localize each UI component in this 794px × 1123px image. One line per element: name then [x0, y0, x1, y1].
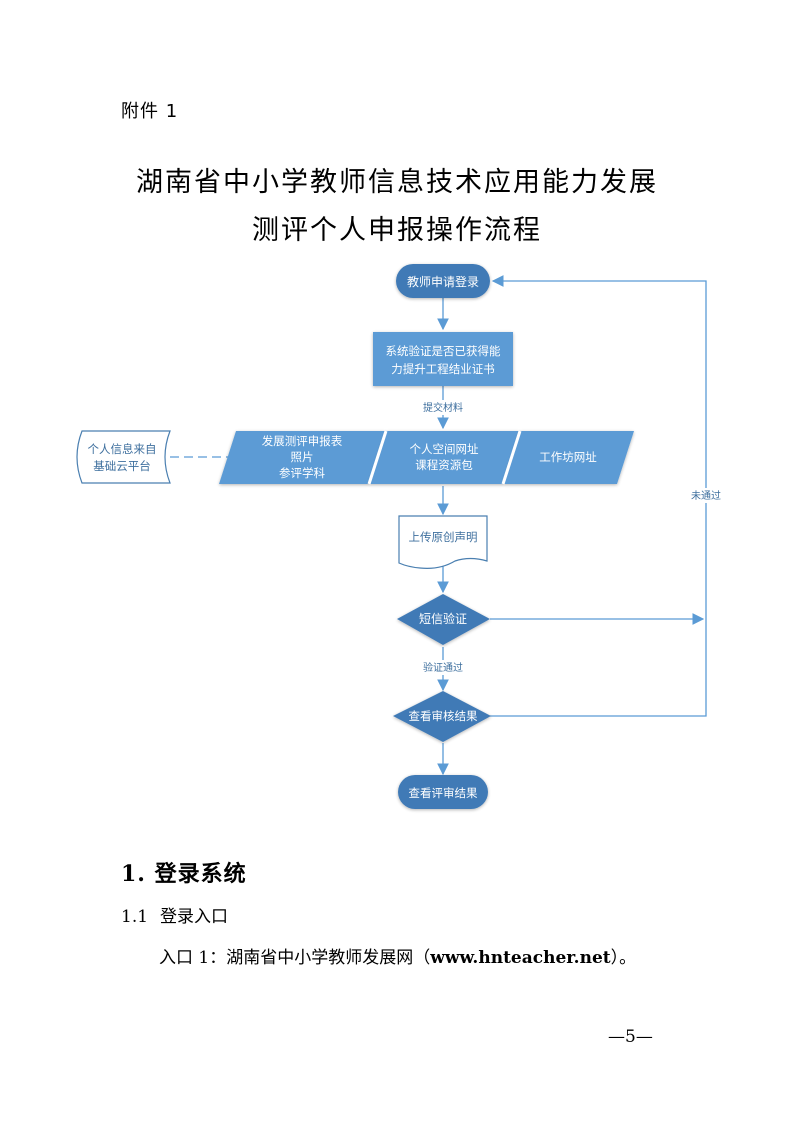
node-input-report: 发展测评申报表 照片 参评学科: [219, 431, 386, 484]
node-input-workshop: 工作坊网址: [503, 431, 634, 484]
node-upload-statement-label: 上传原创声明: [409, 530, 478, 544]
node-data-source: 个人信息来自 基础云平台: [76, 430, 171, 484]
node-input-report-line-3: 参评学科: [279, 466, 325, 480]
node-input-space-line-2: 课程资源包: [415, 458, 473, 472]
edge-audit-fail-loop: [490, 275, 707, 717]
website-link[interactable]: www.hnteacher.net: [430, 948, 611, 968]
node-end: 查看评审结果: [398, 775, 488, 809]
document-title-line-1: 湖南省中小学教师信息技术应用能力发展: [136, 167, 658, 198]
entry-paragraph-prefix: 入口 1：湖南省中小学教师发展网（: [159, 948, 431, 968]
node-start: 教师申请登录: [396, 264, 490, 298]
flowchart: 提交材料 验证通过 未通过 教师申请登录 系统验证是否已获得能 力提升工程结业证…: [76, 264, 723, 809]
section-heading: 1. 登录系统: [121, 861, 247, 887]
node-sms-verify: 短信验证: [397, 594, 490, 645]
node-check-audit-label: 查看审核结果: [409, 709, 478, 723]
subsection-number: 1.1: [121, 907, 149, 927]
subsection-title: 登录入口: [160, 907, 229, 927]
node-input-report-line-2: 照片: [291, 450, 314, 464]
subsection-heading: 1.1 登录入口: [121, 902, 228, 927]
node-verify-line-2: 力提升工程结业证书: [391, 362, 495, 376]
node-check-audit: 查看审核结果: [393, 691, 491, 742]
edge-label-verified: 验证通过: [423, 661, 463, 674]
node-start-label: 教师申请登录: [407, 274, 479, 289]
node-input-space-line-1: 个人空间网址: [410, 442, 479, 456]
node-input-workshop-label: 工作坊网址: [539, 450, 597, 464]
node-sms-verify-label: 短信验证: [419, 611, 467, 626]
page-number: —5—: [608, 1027, 653, 1047]
node-verify-certificate: 系统验证是否已获得能 力提升工程结业证书: [373, 332, 513, 386]
edge-label-submit-materials: 提交材料: [423, 401, 463, 414]
node-end-label: 查看评审结果: [409, 786, 478, 800]
node-verify-line-1: 系统验证是否已获得能: [386, 344, 501, 358]
node-input-space: 个人空间网址 课程资源包: [369, 431, 520, 484]
node-data-source-line-1: 个人信息来自: [88, 442, 157, 456]
edge-label-not-passed: 未通过: [691, 489, 721, 502]
attachment-label: 附件 1: [121, 101, 179, 122]
node-upload-statement: 上传原创声明: [398, 515, 488, 569]
node-data-source-line-2: 基础云平台: [93, 459, 151, 473]
document-title-line-2: 测评个人申报操作流程: [252, 215, 542, 246]
entry-paragraph-suffix: ）。: [610, 948, 637, 968]
entry-paragraph: 入口 1：湖南省中小学教师发展网（www.hnteacher.net）。: [159, 943, 636, 968]
node-input-report-line-1: 发展测评申报表: [262, 434, 343, 448]
